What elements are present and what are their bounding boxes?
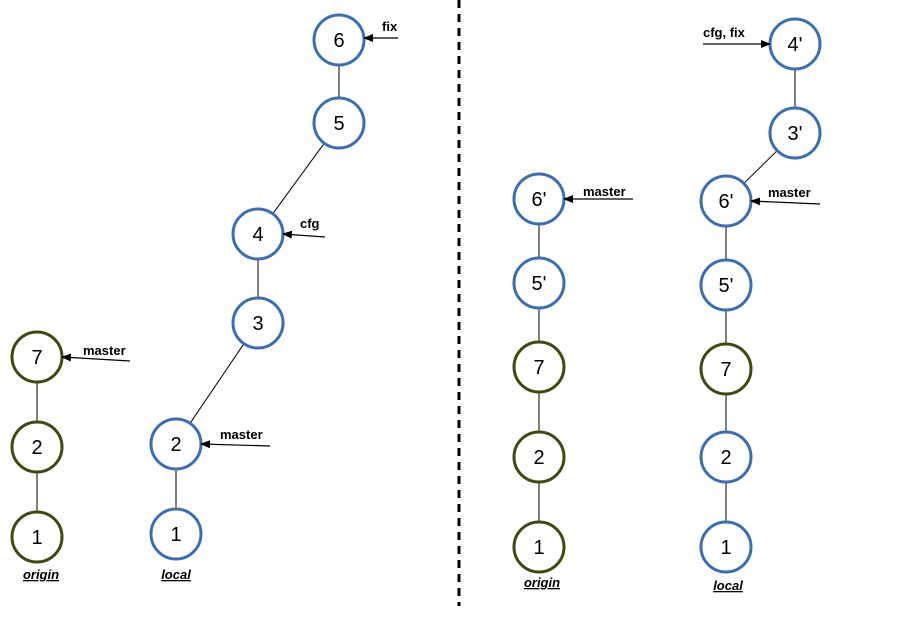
commit-node-4: 4 (231, 207, 285, 261)
commit-node-6: 6 (312, 13, 366, 67)
branch-label: master (220, 427, 263, 442)
branch-label: master (583, 184, 626, 199)
repo-origin: 1 2 7 5' 6' master origin (512, 172, 633, 590)
commit-circle (699, 520, 753, 574)
commit-label: 1 (170, 524, 181, 546)
commit-label: 1 (720, 537, 731, 559)
branch-pointer-master: master (563, 184, 633, 203)
commit-label: 1 (31, 527, 42, 549)
commit-node-5p: 5' (512, 256, 566, 310)
commit-node-1: 1 (149, 507, 203, 561)
commit-circle (10, 510, 64, 564)
branch-pointer-cfg: cfg (282, 216, 326, 239)
commit-node-2: 2 (512, 430, 566, 484)
commit-edge (272, 142, 325, 215)
branch-pointer-master: master (61, 343, 131, 362)
branch-pointer-fix: fix (363, 19, 398, 42)
commit-node-3p: 3' (768, 106, 822, 160)
pointer-arrow (750, 197, 821, 206)
commit-node-3: 3 (231, 296, 285, 350)
repo-local: 1 2 3 4 5 6 master cfg fix local (149, 13, 398, 582)
commit-label: 7 (533, 357, 544, 379)
commit-label: 6' (532, 189, 547, 211)
commit-node-7: 7 (10, 330, 64, 384)
commit-node-5: 5 (312, 96, 366, 150)
commit-label: 1 (533, 537, 544, 559)
commit-label: 7 (31, 347, 42, 369)
commit-circle (149, 507, 203, 561)
commit-circle (699, 258, 753, 312)
repo-origin: 1 2 7 master origin (10, 330, 131, 582)
repo-label: local (161, 567, 191, 582)
commit-circle (512, 340, 566, 394)
branch-label: master (768, 185, 811, 200)
branch-label: fix (382, 19, 398, 34)
commit-label: 5' (719, 275, 734, 297)
commit-label: 3 (252, 313, 263, 335)
commit-node-7: 7 (512, 340, 566, 394)
commit-label: 6' (719, 191, 734, 213)
branch-label: master (83, 343, 126, 358)
repo-label: origin (524, 575, 560, 590)
commit-label: 5' (532, 273, 547, 295)
commit-label: 4' (788, 34, 803, 56)
pointer-arrow (200, 440, 271, 449)
panel-after: 1 2 7 5' 6' master origin 1 2 7 5' 6' 3' 4' master cfg,… (512, 17, 822, 593)
branch-pointer-master: master (750, 185, 821, 206)
commit-label: 4 (252, 224, 263, 246)
commit-label: 2 (720, 447, 731, 469)
commit-circle (512, 520, 566, 574)
commit-circle (231, 296, 285, 350)
commit-circle (512, 430, 566, 484)
branch-label: cfg, fix (703, 25, 746, 40)
commit-node-7: 7 (699, 342, 753, 396)
commit-node-4p: 4' (768, 17, 822, 71)
commit-label: 6 (333, 30, 344, 52)
commit-circle (312, 96, 366, 150)
pointer-arrow (282, 230, 326, 239)
commit-label: 5 (333, 113, 344, 135)
commit-node-1: 1 (512, 520, 566, 574)
commit-label: 3' (788, 123, 803, 145)
commit-node-2: 2 (10, 420, 64, 474)
pointer-arrow (61, 353, 131, 362)
branch-label: cfg (300, 216, 320, 231)
branch-pointer-master: master (200, 427, 271, 449)
panel-before: 1 2 7 master origin 1 2 3 4 5 6 master cfg fix local (10, 13, 398, 582)
commit-node-5p: 5' (699, 258, 753, 312)
repo-label: origin (23, 567, 59, 582)
commit-node-1: 1 (699, 520, 753, 574)
commit-label: 2 (170, 434, 181, 456)
commit-circle (512, 256, 566, 310)
commit-edge (743, 150, 778, 184)
commit-node-6p: 6' (512, 172, 566, 226)
commit-label: 2 (533, 447, 544, 469)
commit-node-1: 1 (10, 510, 64, 564)
commit-circle (768, 106, 822, 160)
commit-label: 7 (720, 359, 731, 381)
repo-local: 1 2 7 5' 6' 3' 4' master cfg, fix local (699, 17, 822, 593)
commit-node-2: 2 (699, 430, 753, 484)
commit-circle (699, 430, 753, 484)
commit-circle (699, 342, 753, 396)
commit-label: 2 (31, 437, 42, 459)
repo-label: local (713, 578, 743, 593)
branch-pointer-cfg-fix: cfg, fix (703, 25, 771, 48)
commit-circle (10, 420, 64, 474)
commit-edge (189, 343, 245, 424)
commit-node-6p: 6' (699, 174, 753, 228)
commit-node-2: 2 (149, 417, 203, 471)
